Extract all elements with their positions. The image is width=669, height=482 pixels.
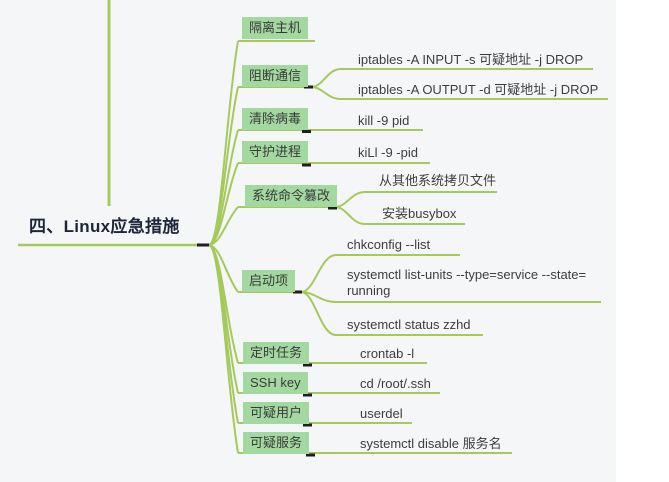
branch-isolate-host[interactable]: 隔离主机 bbox=[242, 17, 309, 39]
leaf-cd-root-ssh[interactable]: cd /root/.ssh bbox=[360, 376, 431, 391]
branch-system-command-tamper[interactable]: 系统命令篡改 bbox=[245, 185, 338, 207]
leaf-systemctl-status[interactable]: systemctl status zzhd bbox=[347, 317, 471, 332]
branch-clear-virus[interactable]: 清除病毒 bbox=[242, 108, 309, 130]
leaf-iptables-output[interactable]: iptables -A OUTPUT -d 可疑地址 -j DROP bbox=[358, 82, 599, 97]
leaf-iptables-input[interactable]: iptables -A INPUT -s 可疑地址 -j DROP bbox=[358, 52, 584, 67]
leaf-systemctl-listunits[interactable]: systemctl list-units --type=service --st… bbox=[347, 267, 587, 298]
branch-cron-tasks[interactable]: 定时任务 bbox=[243, 342, 310, 364]
leaf-systemctl-disable[interactable]: systemctl disable 服务名 bbox=[360, 436, 502, 451]
branch-block-communication[interactable]: 阻断通信 bbox=[242, 65, 309, 87]
root-node[interactable]: 四、Linux应急措施 bbox=[29, 217, 180, 236]
leaf-chkconfig-list[interactable]: chkconfig --list bbox=[347, 237, 431, 252]
leaf-kill-pid[interactable]: kill -9 pid bbox=[358, 113, 410, 128]
leaf-kill-daemon[interactable]: kiLl -9 -pid bbox=[358, 145, 418, 160]
leaf-userdel[interactable]: userdel bbox=[360, 406, 403, 421]
branch-startup-items[interactable]: 启动项 bbox=[242, 270, 296, 292]
branch-suspicious-users[interactable]: 可疑用户 bbox=[243, 402, 310, 424]
branch-ssh-key[interactable]: SSH key bbox=[243, 372, 308, 394]
leaf-install-busybox[interactable]: 安装busybox bbox=[382, 206, 457, 221]
leaf-copy-from-other[interactable]: 从其他系统拷贝文件 bbox=[379, 173, 497, 188]
right-blank-panel bbox=[616, 0, 669, 482]
branch-daemon-process[interactable]: 守护进程 bbox=[242, 141, 309, 163]
branch-suspicious-services[interactable]: 可疑服务 bbox=[243, 432, 310, 454]
leaf-crontab-l[interactable]: crontab -l bbox=[360, 346, 415, 361]
